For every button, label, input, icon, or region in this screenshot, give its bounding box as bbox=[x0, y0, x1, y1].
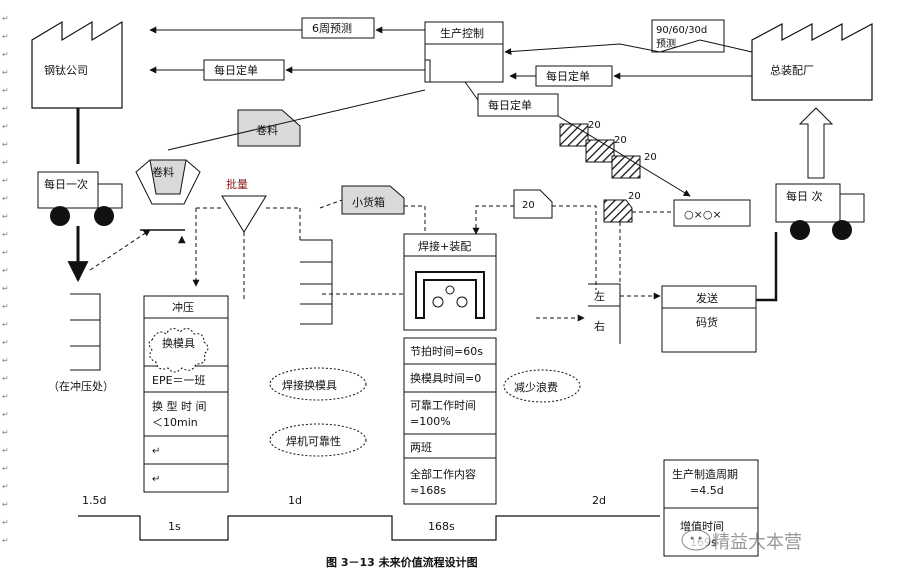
shipping-sub: 码货 bbox=[696, 315, 718, 329]
small-box-kanban: 小货箱 bbox=[341, 185, 405, 215]
lead-day-3: 2d bbox=[592, 494, 606, 507]
stamping-row-3: ↵ bbox=[152, 446, 160, 457]
stamping-row-4: ↵ bbox=[152, 474, 160, 485]
coil-signal-text: 卷料 bbox=[152, 165, 174, 179]
supplier-supermarket bbox=[70, 293, 101, 371]
stamping-kaizen-burst: 换模具 bbox=[148, 328, 209, 373]
customer-shipment-text: 每日 次 bbox=[786, 189, 823, 203]
kaizen-weld-changeover-text: 焊接换模具 bbox=[282, 378, 337, 392]
weld-row-takt: 节拍时间=60s bbox=[410, 344, 483, 358]
load-leveling-box: ○×○× bbox=[673, 199, 751, 227]
weld-row-uptime-a: 可靠工作时间 bbox=[410, 398, 476, 412]
lead-day-2: 1d bbox=[288, 494, 302, 507]
batch-label-text: 批量 bbox=[226, 177, 248, 191]
daily-order-customer-text: 每日定单 bbox=[546, 69, 590, 83]
withdrawal-kanban: 20 bbox=[513, 189, 553, 219]
kanban-count-1: 20 bbox=[588, 120, 601, 131]
forecast-6wk-text: 6周预测 bbox=[312, 22, 352, 35]
summary-line1: 生产制造周期 bbox=[672, 467, 738, 481]
shipping-title: 发送 bbox=[696, 291, 718, 305]
lead-day-1: 1.5d bbox=[82, 494, 106, 507]
supplier-shipment-text: 每日一次 bbox=[44, 177, 88, 191]
kaizen-burst-welder-reliability: 焊机可靠性 bbox=[269, 423, 367, 457]
stamping-supermarket bbox=[300, 239, 333, 325]
stamping-row-2a: 换 型 时 间 bbox=[152, 399, 207, 413]
kanban-batch-stack: 20 20 20 20 bbox=[559, 120, 657, 223]
forecast-909060-text: 90/60/30d bbox=[656, 25, 707, 36]
supplier-truck: 每日一次 bbox=[37, 171, 123, 226]
summary-line2: =4.5d bbox=[690, 484, 724, 497]
stamping-process: 冲压 EPE＝一班 换 型 时 间 ＜10min ↵ ↵ bbox=[143, 295, 229, 493]
stamping-kaizen-text: 换模具 bbox=[162, 336, 195, 350]
figure-caption: 图 3－13 未来价值流程设计图 bbox=[326, 555, 478, 569]
watermark-text: 精益大本营 bbox=[712, 532, 802, 553]
right-label: 右 bbox=[594, 319, 605, 333]
process-sec-1: 1s bbox=[168, 520, 181, 533]
timeline bbox=[78, 515, 660, 541]
weld-row-shifts: 两班 bbox=[410, 441, 432, 454]
daily-order-supplier-text: 每日定单 bbox=[214, 63, 258, 77]
weld-title: 焊接+装配 bbox=[418, 239, 471, 253]
forecast-909060-box: 90/60/30d 预测 bbox=[651, 19, 725, 53]
daily-order-flow-line bbox=[557, 115, 691, 197]
timeline-summary: 生产制造周期 =4.5d 增值时间 169s bbox=[663, 459, 759, 557]
margin-return-marks: ↵↵↵↵↵↵↵↵↵↵↵↵↵↵↵↵↵↵↵↵↵↵↵↵↵↵↵↵↵↵ bbox=[2, 14, 9, 545]
batch-triangle: 批量 bbox=[221, 177, 267, 233]
weld-row-work-a: 全部工作内容 bbox=[410, 467, 476, 481]
watermark: 精益大本营 bbox=[681, 529, 802, 553]
kanban-count-3: 20 bbox=[644, 152, 657, 163]
weld-data-box: 节拍时间=60s 换模具时间=0 可靠工作时间 =100% 两班 全部工作内容 … bbox=[403, 337, 497, 505]
kanban-dashed-loop bbox=[192, 207, 301, 300]
customer-up-arrow bbox=[798, 107, 834, 179]
load-leveling-text: ○×○× bbox=[684, 208, 722, 221]
small-box-text: 小货箱 bbox=[352, 195, 385, 209]
kaizen-burst-reduce-waste: 减少浪费 bbox=[503, 369, 581, 403]
coil-kanban-text: 卷料 bbox=[256, 123, 278, 137]
customer-truck: 每日 次 bbox=[775, 183, 865, 240]
shipping-process: 发送 码货 bbox=[661, 285, 757, 353]
process-sec-2: 168s bbox=[428, 520, 455, 533]
kanban-count-2: 20 bbox=[614, 135, 627, 146]
production-control-text: 生产控制 bbox=[440, 26, 484, 40]
weld-assembly-process: 焊接+装配 bbox=[403, 233, 497, 331]
withdrawal-dashed-arrow bbox=[89, 229, 151, 271]
stamping-row-2b: ＜10min bbox=[152, 416, 198, 429]
kaizen-reduce-waste-text: 减少浪费 bbox=[514, 380, 558, 394]
forecast-6wk-box: 6周预测 bbox=[301, 17, 375, 39]
supplier-factory: 钢钛公司 bbox=[31, 20, 123, 109]
stamping-inventory-text: （在冲压处） bbox=[48, 379, 114, 393]
withdrawal-count: 20 bbox=[522, 200, 535, 211]
forecast-label-text: 预测 bbox=[656, 37, 676, 50]
weld-row-uptime-b: =100% bbox=[410, 415, 451, 428]
daily-order-customer-box: 每日定单 bbox=[535, 65, 613, 87]
left-label: 左 bbox=[594, 290, 605, 303]
kaizen-welder-reliability-text: 焊机可靠性 bbox=[286, 434, 341, 448]
summary-line3: 增值时间 bbox=[680, 519, 724, 533]
supplier-name: 钢钛公司 bbox=[44, 63, 88, 77]
post-mark: ▲ bbox=[178, 234, 186, 245]
daily-order-supplier-box: 每日定单 bbox=[203, 59, 285, 81]
kanban-count-4: 20 bbox=[628, 191, 641, 202]
small-box-dashed bbox=[319, 199, 426, 298]
stamping-row-1: EPE＝一班 bbox=[152, 374, 206, 387]
coil-kanban-post: 卷料 ▲ bbox=[135, 159, 201, 245]
weld-row-changeover: 换模具时间=0 bbox=[410, 371, 481, 385]
daily-order-to-line-text: 每日定单 bbox=[488, 98, 532, 112]
customer-factory: 总装配厂 bbox=[751, 23, 873, 101]
customer-name: 总装配厂 bbox=[770, 63, 814, 77]
kanban-to-coil-line bbox=[167, 89, 426, 151]
info-flow-lines bbox=[149, 26, 753, 101]
ship-to-customer-line bbox=[756, 232, 778, 302]
left-right-supermarket bbox=[588, 283, 621, 344]
coil-kanban-card: 卷料 bbox=[237, 109, 301, 147]
withdrawal-dashed bbox=[472, 205, 621, 322]
production-control-box: 生产控制 bbox=[424, 21, 504, 83]
kaizen-burst-weld-changeover: 焊接换模具 bbox=[269, 367, 367, 401]
weld-row-work-b: ≈168s bbox=[410, 484, 446, 497]
daily-order-to-line-box: 每日定单 bbox=[477, 93, 559, 117]
stamping-title: 冲压 bbox=[172, 300, 194, 314]
